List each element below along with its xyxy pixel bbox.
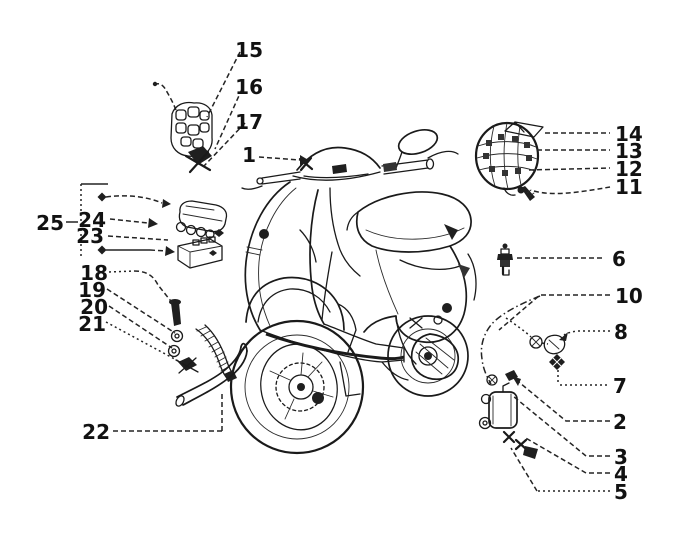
callout-22: 22 (82, 420, 110, 444)
callout-17: 17 (235, 110, 263, 134)
callout-8: 8 (614, 320, 628, 344)
floorboard (259, 323, 409, 397)
part-bolt-washers (167, 299, 237, 382)
part-spark-plug (497, 243, 513, 276)
callout-13: 13 (615, 139, 643, 163)
callout-16: 16 (235, 75, 263, 99)
handlebar-and-mirror (241, 128, 459, 190)
callout-labels: 1 2 3 4 5 6 7 8 10 11 12 13 14 15 16 17 … (36, 38, 643, 504)
callout-24: 24 (78, 208, 106, 232)
part-fuse-box (175, 200, 228, 269)
front-wheel (229, 276, 365, 455)
callout-1: 1 (242, 143, 256, 167)
callout-15: 15 (235, 38, 263, 62)
callout-18: 18 (80, 261, 108, 285)
leader-lines (66, 51, 611, 492)
callout-21: 21 (78, 312, 106, 336)
part-harness-coil (478, 295, 567, 459)
rear-body (363, 224, 477, 365)
callout-10: 10 (615, 284, 643, 308)
rear-wheel-and-exhaust (387, 303, 469, 397)
callout-4: 4 (614, 462, 628, 486)
callout-19: 19 (78, 278, 106, 302)
front-shield (244, 181, 361, 331)
callout-6: 6 (612, 247, 626, 271)
callout-7: 7 (613, 374, 627, 398)
callout-2: 2 (613, 410, 627, 434)
part-turn-relay (152, 81, 213, 174)
callout-14: 14 (615, 122, 643, 146)
seat (346, 191, 472, 253)
part-horn (474, 121, 544, 201)
callout-3: 3 (614, 445, 628, 469)
callout-11: 11 (615, 175, 643, 199)
callout-23: 23 (76, 224, 104, 248)
callout-25: 25 (36, 211, 64, 235)
callout-5: 5 (614, 480, 628, 504)
callout-20: 20 (80, 295, 108, 319)
callout-12: 12 (615, 157, 643, 181)
part-hose (175, 342, 248, 407)
scooter-illustration (229, 128, 477, 455)
